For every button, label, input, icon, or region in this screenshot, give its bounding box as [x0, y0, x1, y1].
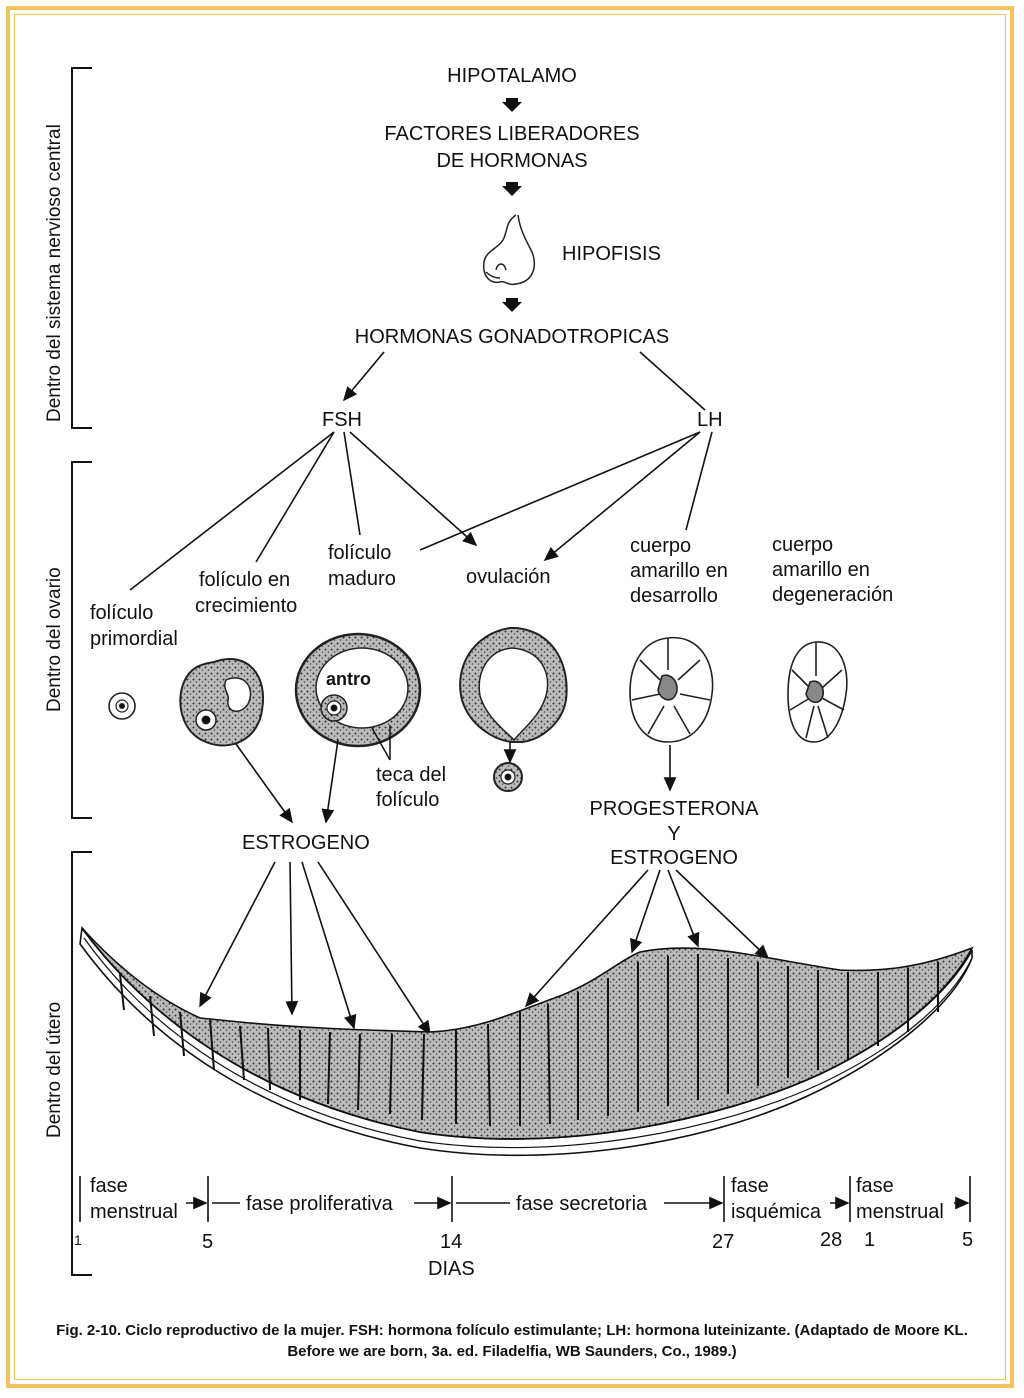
- pituitary-drawing: [484, 215, 535, 284]
- hormone-lines: [130, 352, 712, 590]
- phase-ischemic-1: fase: [731, 1174, 769, 1198]
- antrum-label: antro: [326, 667, 371, 691]
- section-label-cns: Dentro del sistema nervioso central: [44, 124, 66, 422]
- cl-degenerating-label-1: cuerpo: [772, 533, 833, 557]
- mature-label-2: maduro: [328, 567, 396, 591]
- day-28: 28: [820, 1228, 842, 1252]
- cl-developing-label-1: cuerpo: [630, 534, 691, 558]
- day-1: 1: [74, 1228, 82, 1252]
- cl-developing-label-2: amarillo en: [630, 559, 728, 583]
- mature-label-1: folículo: [328, 541, 391, 565]
- day-1b: 1: [864, 1228, 875, 1252]
- lh-label: LH: [697, 408, 723, 432]
- days-label: DIAS: [428, 1257, 475, 1281]
- day-14: 14: [440, 1230, 462, 1254]
- figure-caption: Fig. 2-10. Ciclo reproductivo de la muje…: [40, 1320, 984, 1362]
- caption-text: Ciclo reproductivo de la mujer. FSH: hor…: [121, 1322, 968, 1360]
- theca-label-2: folículo: [376, 788, 439, 812]
- cl-developing-label-3: desarrollo: [630, 584, 718, 608]
- releasing-factors-label-1: FACTORES LIBERADORES: [362, 122, 662, 146]
- phase-secretory: fase secretoria: [516, 1192, 647, 1216]
- releasing-factors-label-2: DE HORMONAS: [362, 149, 662, 173]
- phase-proliferative: fase proliferativa: [246, 1192, 393, 1216]
- day-27: 27: [712, 1230, 734, 1254]
- phase-menstrual-b-1: fase: [856, 1174, 894, 1198]
- estrogen-right-label: ESTROGENO: [574, 846, 774, 870]
- section-label-ovary: Dentro del ovario: [44, 567, 66, 712]
- growing-label-2: crecimiento: [195, 594, 297, 618]
- caption-label: Fig. 2-10.: [56, 1322, 121, 1339]
- phase-menstrual-b-2: menstrual: [856, 1200, 944, 1224]
- day-5: 5: [202, 1230, 213, 1254]
- theca-label-1: teca del: [376, 763, 446, 787]
- gonadotropins-label: HORMONAS GONADOTROPICAS: [332, 325, 692, 349]
- and-label: Y: [574, 822, 774, 846]
- cl-degenerating-label-2: amarillo en: [772, 558, 870, 582]
- fsh-label: FSH: [322, 408, 362, 432]
- estrogen-left-label: ESTROGENO: [242, 831, 370, 855]
- day-5b: 5: [962, 1228, 973, 1252]
- primordial-label-2: primordial: [90, 627, 178, 651]
- section-brackets: [72, 68, 92, 1275]
- follicle-ovulation: [460, 628, 567, 791]
- phase-ischemic-2: isquémica: [731, 1200, 821, 1224]
- hypothalamus-label: HIPOTALAMO: [412, 64, 612, 88]
- uterus-wall: [80, 928, 972, 1155]
- cl-degenerating-label-3: degeneración: [772, 583, 893, 607]
- section-label-uterus: Dentro del útero: [44, 1002, 66, 1138]
- pituitary-label: HIPOFISIS: [562, 242, 661, 266]
- primordial-label-1: folículo: [90, 601, 153, 625]
- follicle-primordial: [109, 693, 135, 719]
- phase-menstrual-a-1: fase: [90, 1174, 128, 1198]
- ovulation-label: ovulación: [466, 565, 551, 589]
- growing-label-1: folículo en: [199, 568, 290, 592]
- progesterone-label: PROGESTERONA: [574, 797, 774, 821]
- corpus-luteum-degenerating: [788, 642, 847, 742]
- corpus-luteum-developing: [630, 638, 713, 742]
- follicle-growing: [180, 659, 263, 745]
- phase-menstrual-a-2: menstrual: [90, 1200, 178, 1224]
